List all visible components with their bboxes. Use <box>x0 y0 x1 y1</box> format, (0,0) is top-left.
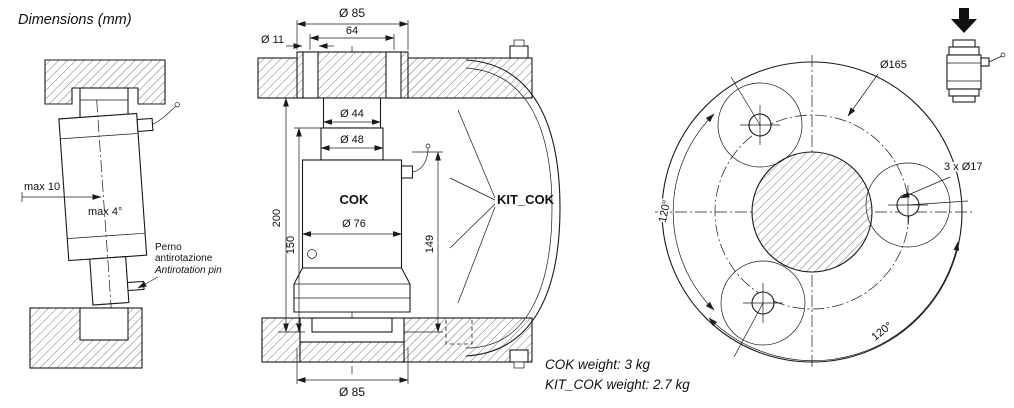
dim-holes-3x17: 3 x Ø17 <box>944 161 983 173</box>
dim-dia85-bottom: Ø 85 <box>339 385 365 399</box>
dim-dia85-top: Ø 85 <box>339 6 365 20</box>
left-upper-fitting <box>79 87 129 119</box>
max-angle-label: max 4° <box>88 206 122 218</box>
dim-200: 200 <box>271 209 283 227</box>
dim-150: 150 <box>285 236 297 254</box>
outer-circle <box>661 61 963 363</box>
dim-dia165: Ø165 <box>880 59 907 71</box>
left-cable <box>152 106 176 125</box>
kit-bolt-bottom <box>509 349 529 363</box>
kit-cok-label: KIT_COK <box>497 192 555 207</box>
bolt-hole-top-left <box>717 76 803 168</box>
page-title: Dimensions (mm) <box>18 12 132 28</box>
dim-dia76: Ø 76 <box>342 218 366 230</box>
center-boss-hatched <box>751 151 873 273</box>
flange-bolt-hole-right <box>385 51 402 99</box>
section-connector <box>400 165 414 179</box>
dim-64: 64 <box>346 25 358 37</box>
angle-arc-right <box>708 241 960 361</box>
icon-connector <box>980 57 990 67</box>
kit-hidden-detail <box>445 317 473 345</box>
body-screw-detail <box>307 249 317 259</box>
kit-weight-note: KIT_COK weight: 2.7 kg <box>545 377 690 392</box>
kit-dome-inner <box>465 67 553 349</box>
pin-label-line1: Perno <box>155 242 182 253</box>
max-offset-label: max 10 <box>24 181 60 193</box>
section-cable <box>412 147 429 173</box>
pin-label-line3: Antirotation pin <box>154 265 222 276</box>
bottom-plate-middle <box>299 341 405 363</box>
top-plate-right <box>405 57 533 99</box>
left-top-plate <box>44 59 166 105</box>
left-view: max 10 max 4° Perno antirotazione Antiro… <box>21 59 222 369</box>
bolt-hole-right <box>865 162 969 248</box>
cok-label: COK <box>340 192 370 207</box>
weight-notes: COK weight: 3 kg KIT_COK weight: 2.7 kg <box>545 357 690 392</box>
load-arrow-icon <box>951 8 977 33</box>
kit-dome-outer <box>465 59 561 357</box>
dim-dia44: Ø 44 <box>340 108 364 120</box>
dim-dia48: Ø 48 <box>340 134 364 146</box>
bottom-plate-left <box>261 317 301 363</box>
dim-dia11: Ø 11 <box>261 34 284 46</box>
bolt-hole-bottom-left <box>720 260 806 358</box>
bottom-mount-ring <box>311 317 393 333</box>
angle-left-label: 120° <box>657 199 673 224</box>
cok-weight-note: COK weight: 3 kg <box>545 357 651 372</box>
left-cell-body-tilted <box>58 100 180 318</box>
top-view: Ø165 3 x Ø17 120° 120° <box>655 55 985 368</box>
flange-bolt-hole-left <box>302 51 319 99</box>
cok-body <box>301 159 403 269</box>
pin-label-line2: antirotazione <box>155 253 213 264</box>
left-connector <box>136 117 154 133</box>
section-view: Ø 85 64 Ø 11 Ø 44 Ø 48 COK Ø 76 <box>257 6 561 399</box>
base-skirt <box>293 267 411 313</box>
dim-149: 149 <box>424 235 436 253</box>
top-plate-left <box>257 57 301 99</box>
angle-arc-left <box>672 113 715 311</box>
kit-bolt-top <box>509 45 529 59</box>
product-icon <box>946 8 1006 103</box>
